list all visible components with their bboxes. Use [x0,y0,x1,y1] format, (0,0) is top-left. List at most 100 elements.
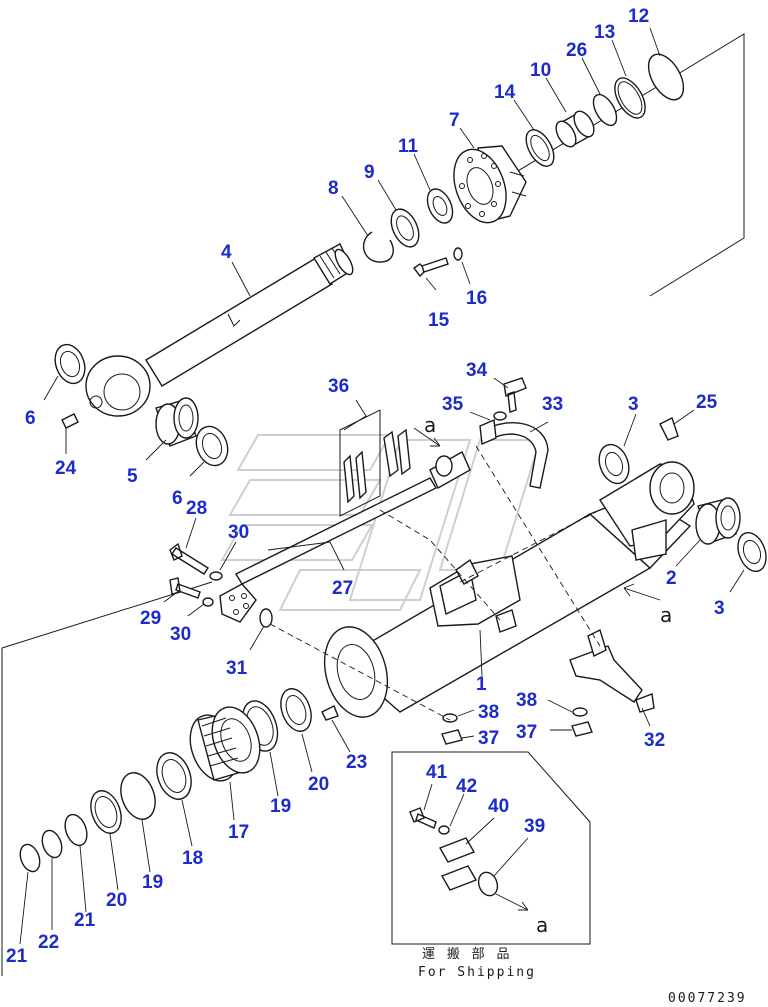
part-39-ring [477,871,499,897]
part-22-ring [41,829,63,859]
part-21-ring-a [64,813,88,847]
callout-38-left: 38 [478,702,499,723]
callout-4: 4 [221,242,232,263]
callout-23: 23 [346,752,367,773]
part-11-nut [426,188,454,224]
callout-19-upper: 19 [270,796,291,817]
callout-9: 9 [364,162,375,183]
part-33-clamp [479,418,549,489]
part-27-tube [235,451,471,585]
flange [219,583,257,623]
callout-numbers: 12 13 26 10 14 7 11 9 8 4 15 16 6 24 5 6… [6,6,725,967]
callout-22: 22 [38,932,59,953]
part-38-washer-b [572,707,588,717]
callout-30-lower: 30 [170,624,191,645]
part-4-piston-rod [85,243,354,417]
callout-6-lower: 6 [172,488,183,509]
rod-eye [85,355,151,417]
part-37-nut-b [571,721,593,737]
part-29-bolt [169,577,201,599]
part-26-ring [592,93,618,127]
part-18-ring [156,752,192,800]
part-41-bolt [409,807,437,829]
callout-37-right: 37 [516,722,537,743]
view-letter-a-box: a [536,913,548,937]
part-12-oring [647,53,685,101]
callout-25: 25 [696,392,718,413]
part-32-bracket [569,629,655,713]
callout-18: 18 [182,848,203,869]
part-3-seal-lower [737,531,767,573]
callout-10: 10 [530,60,551,81]
part-35-washer [493,411,507,421]
part-14-seal [525,129,555,167]
callout-38-right: 38 [516,690,537,711]
drawing-number: 00077239 [668,991,747,1006]
callout-40: 40 [488,796,509,817]
callout-11: 11 [398,136,419,157]
callout-32: 32 [644,730,665,751]
part-28-bolt [169,542,209,575]
callout-15: 15 [428,310,450,331]
shipping-parts-box: 運 搬 部 品 For Shipping [391,751,591,980]
part-19-ring-b [120,772,156,820]
part-40-clamp [438,837,478,891]
callout-24: 24 [55,458,77,479]
part-9-ring [390,208,420,248]
callout-5: 5 [127,466,138,487]
callout-8: 8 [328,178,339,199]
part-6-seal-right [195,425,229,467]
callout-28: 28 [186,498,207,519]
callout-30-upper: 30 [228,522,249,543]
part-15-bolt [412,257,449,278]
callout-20-lower: 20 [106,890,127,911]
part-30-washer-b [202,597,214,607]
part-5-bushing [155,397,199,447]
part-31-oring [259,608,273,628]
shipping-label-en: For Shipping [418,965,536,980]
part-25-grease-fitting [659,417,679,441]
part-20-ring-a [280,688,312,732]
part-3-seal-upper [598,443,630,485]
part-23-screw [321,705,339,721]
part-17-piston [189,706,261,782]
callout-7: 7 [449,110,460,131]
callout-31: 31 [226,658,248,679]
part-16-washer [453,247,463,261]
callout-16: 16 [466,288,487,309]
callout-21-right: 21 [74,910,96,931]
callout-33: 33 [542,394,563,415]
callout-29: 29 [140,608,161,629]
callout-6-upper: 6 [25,408,36,429]
part-42-washer [438,825,450,835]
callout-14: 14 [494,82,516,103]
view-arrow-a-top [413,427,441,447]
callout-26: 26 [566,40,587,61]
part-21-ring-b [19,843,41,873]
part-8-snap-ring [362,231,394,263]
callout-42: 42 [456,776,477,797]
callout-36: 36 [328,376,349,397]
callout-20-upper: 20 [308,774,329,795]
part-24-grease-fitting [61,413,79,429]
callout-34: 34 [466,360,488,381]
callout-13: 13 [594,22,615,43]
part-37-nut-a [441,729,463,745]
part-13-ring [614,77,646,119]
callout-2: 2 [666,568,677,589]
view-letter-a-right: a [660,603,672,627]
view-letter-a-top: a [424,413,436,437]
callout-27: 27 [332,578,353,599]
callout-37-left: 37 [478,728,499,749]
part-34-bolt [503,377,527,413]
callout-41: 41 [426,762,448,783]
callout-35: 35 [442,394,464,415]
callout-12: 12 [628,6,649,27]
callout-3-upper: 3 [628,394,639,415]
callout-3-lower: 3 [714,598,725,619]
callout-39: 39 [524,816,545,837]
part-20-ring-b [90,790,122,834]
part-30-washer-a [209,571,223,581]
part-1-cylinder-tube [323,461,695,718]
